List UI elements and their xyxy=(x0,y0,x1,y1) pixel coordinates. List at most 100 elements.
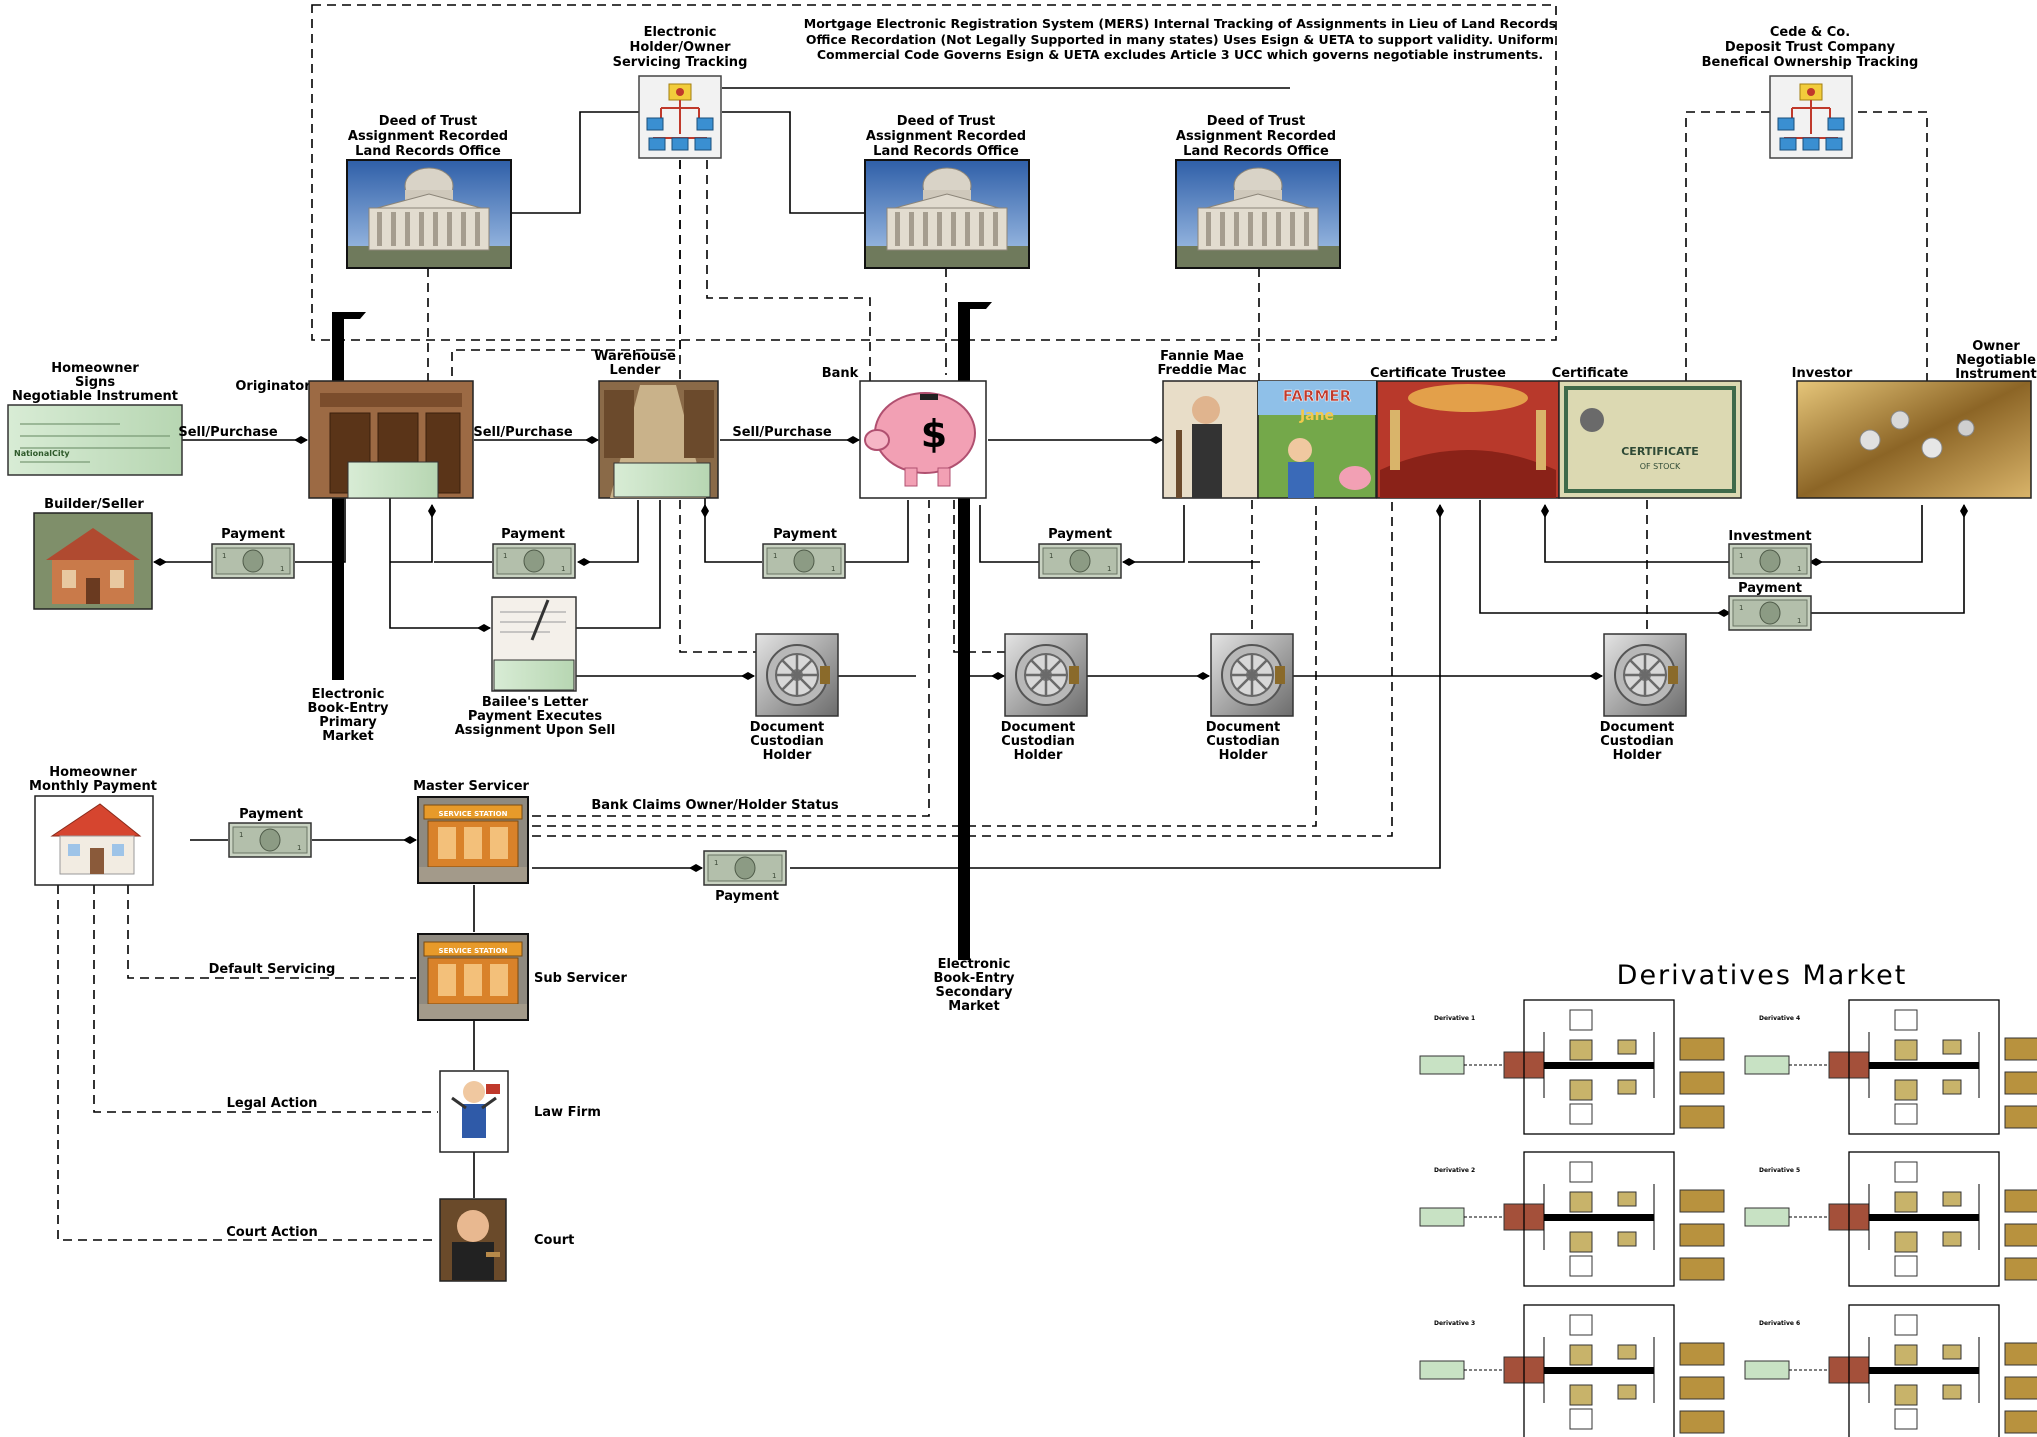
vault-icon xyxy=(756,634,838,716)
mers-network-icon xyxy=(639,76,721,158)
certificate-label: Certificate xyxy=(1552,366,1629,381)
sell-purchase-label-1: Sell/Purchase xyxy=(178,425,278,440)
homeowner-signs-label-2: Signs xyxy=(75,375,115,390)
gold-coins-icon xyxy=(1797,381,2031,498)
custodian-label-2: Custodian xyxy=(1206,734,1279,749)
law-firm-node: Law Firm xyxy=(440,1071,601,1152)
document-custodian-2: Document Custodian Holder xyxy=(1001,634,1087,763)
cede-label-1: Cede & Co. xyxy=(1770,25,1850,40)
derivatives-market-title: Derivatives Market xyxy=(1617,960,1908,991)
derivative-panel: Derivative 6 xyxy=(1745,1305,2037,1437)
bailee-label-2: Payment Executes xyxy=(468,709,602,724)
mers-tracking-node: Electronic Holder/Owner Servicing Tracki… xyxy=(613,25,748,158)
payment-warehouse: Payment xyxy=(763,527,845,578)
primary-market-label-2: Book-Entry xyxy=(307,701,389,716)
service-station-icon xyxy=(418,934,528,1020)
document-custodian-4: Document Custodian Holder xyxy=(1600,634,1686,763)
payment-label: Payment xyxy=(501,527,565,542)
homeowner-signs-label-3: Negotiable Instrument xyxy=(12,389,178,404)
theater-hall-icon xyxy=(1377,381,1559,498)
payment-originator: Payment xyxy=(493,527,575,578)
primary-market-label-4: Market xyxy=(322,729,373,744)
owner-label-2: Negotiable xyxy=(1956,353,2036,368)
piggy-bank-icon: $ xyxy=(860,381,986,498)
dollar-bill-icon xyxy=(704,851,786,885)
derivative-label: Derivative 5 xyxy=(1759,1167,1800,1174)
dollar-bill-icon xyxy=(1729,596,1811,630)
derivative-panel: Derivative 1 xyxy=(1420,1000,1724,1134)
header-note-line-2: Office Recordation (Not Legally Supporte… xyxy=(806,32,1554,47)
check-bank-text: NationalCity xyxy=(14,449,70,458)
farmer-jane-icon: FARMER Jane xyxy=(1258,381,1376,498)
payment-builder: Payment xyxy=(212,527,294,578)
certificate-text-2: OF STOCK xyxy=(1640,462,1681,471)
custodian-label-1: Document xyxy=(750,720,825,735)
secondary-market-label-3: Secondary xyxy=(935,985,1013,1000)
sub-servicer-node: Sub Servicer xyxy=(418,934,627,1020)
investment-flow: Investment xyxy=(1728,529,1811,578)
dollar-bill-icon xyxy=(229,823,311,857)
investment-label: Investment xyxy=(1728,529,1811,544)
deed-label-1: Deed of Trust xyxy=(379,114,477,129)
deed-of-trust-office-1: Deed of Trust Assignment Recorded Land R… xyxy=(347,114,511,268)
courthouse-icon xyxy=(865,160,1029,268)
investor-node: Investor Owner Negotiable Instrument xyxy=(1792,339,2037,498)
warehouse-lender-node: Warehouse Lender xyxy=(594,349,718,498)
courthouse-icon xyxy=(1176,160,1340,268)
document-custodian-3: Document Custodian Holder xyxy=(1206,634,1293,763)
derivative-label: Derivative 4 xyxy=(1759,1015,1800,1022)
certificate-node: Certificate CERTIFICATE OF STOCK xyxy=(1552,366,1741,498)
primary-market-label-1: Electronic xyxy=(312,687,385,702)
derivative-label: Derivative 1 xyxy=(1434,1015,1475,1022)
derivative-panel: Derivative 4 xyxy=(1745,1000,2037,1134)
bailee-label-1: Bailee's Letter xyxy=(482,695,589,710)
originator-label: Originator xyxy=(235,379,311,394)
default-servicing-label: Default Servicing xyxy=(209,962,336,977)
payment-label: Payment xyxy=(1048,527,1112,542)
payment-label: Payment xyxy=(239,807,303,822)
master-servicer-label: Master Servicer xyxy=(413,779,529,794)
dollar-bill-icon xyxy=(1729,544,1811,578)
fannie-label-2: Freddie Mac xyxy=(1157,363,1246,378)
farmer-jane-title-1: FARMER xyxy=(1283,387,1352,405)
mers-header-note: Mortgage Electronic Registration System … xyxy=(804,16,1556,62)
warehouse-icon xyxy=(599,381,718,498)
derivative-panel: Derivative 3 xyxy=(1420,1305,1724,1437)
derivatives-market: Derivatives Market Derivative 1Derivativ… xyxy=(1420,960,2037,1437)
header-note-line-1: Mortgage Electronic Registration System … xyxy=(804,16,1556,31)
bank-claims-label: Bank Claims Owner/Holder Status xyxy=(591,798,839,813)
derivative-panel: Derivative 5 xyxy=(1745,1152,2037,1286)
cede-label-2: Deposit Trust Company xyxy=(1725,40,1896,55)
cede-tracking-node: Cede & Co. Deposit Trust Company Benefic… xyxy=(1702,25,1919,158)
custodian-label-2: Custodian xyxy=(750,734,823,749)
derivative-panels: Derivative 1Derivative 2Derivative 3Deri… xyxy=(1420,1000,2037,1437)
derivative-label: Derivative 6 xyxy=(1759,1320,1800,1327)
homeowner-monthly-label-2: Monthly Payment xyxy=(29,779,157,794)
sell-purchase-label-2: Sell/Purchase xyxy=(473,425,573,440)
custodian-label-3: Holder xyxy=(1613,748,1662,763)
dollar-bill-icon xyxy=(763,544,845,578)
custodian-label-2: Custodian xyxy=(1600,734,1673,749)
vault-icon xyxy=(1005,634,1087,716)
sell-purchase-label-3: Sell/Purchase xyxy=(732,425,832,440)
mers-label-3: Servicing Tracking xyxy=(613,55,748,70)
judge-icon xyxy=(440,1199,506,1281)
header-note-line-3: Commercial Code Governs Esign & UETA exc… xyxy=(817,47,1543,62)
warehouse-label-1: Warehouse xyxy=(594,349,676,364)
secondary-market-label-4: Market xyxy=(948,999,999,1014)
house-construction-icon xyxy=(34,513,152,609)
signing-letter-icon xyxy=(492,597,576,691)
owner-label-1: Owner xyxy=(1972,339,2020,354)
deed-of-trust-office-2: Deed of Trust Assignment Recorded Land R… xyxy=(865,114,1029,268)
builder-seller-label: Builder/Seller xyxy=(44,497,144,512)
storefront-icon xyxy=(309,381,473,498)
document-custodian-1: Document Custodian Holder xyxy=(750,634,838,763)
secondary-market-label-1: Electronic xyxy=(938,957,1011,972)
fannie-freddie-node: Fannie Mae Freddie Mac FARMER Jane xyxy=(1157,349,1376,498)
derivative-label: Derivative 3 xyxy=(1434,1320,1475,1327)
dollar-bill-icon xyxy=(1039,544,1121,578)
secondary-market-label-2: Book-Entry xyxy=(933,971,1015,986)
fannie-label-1: Fannie Mae xyxy=(1160,349,1244,364)
court-node: Court xyxy=(440,1199,574,1281)
bank-label: Bank xyxy=(822,366,859,381)
